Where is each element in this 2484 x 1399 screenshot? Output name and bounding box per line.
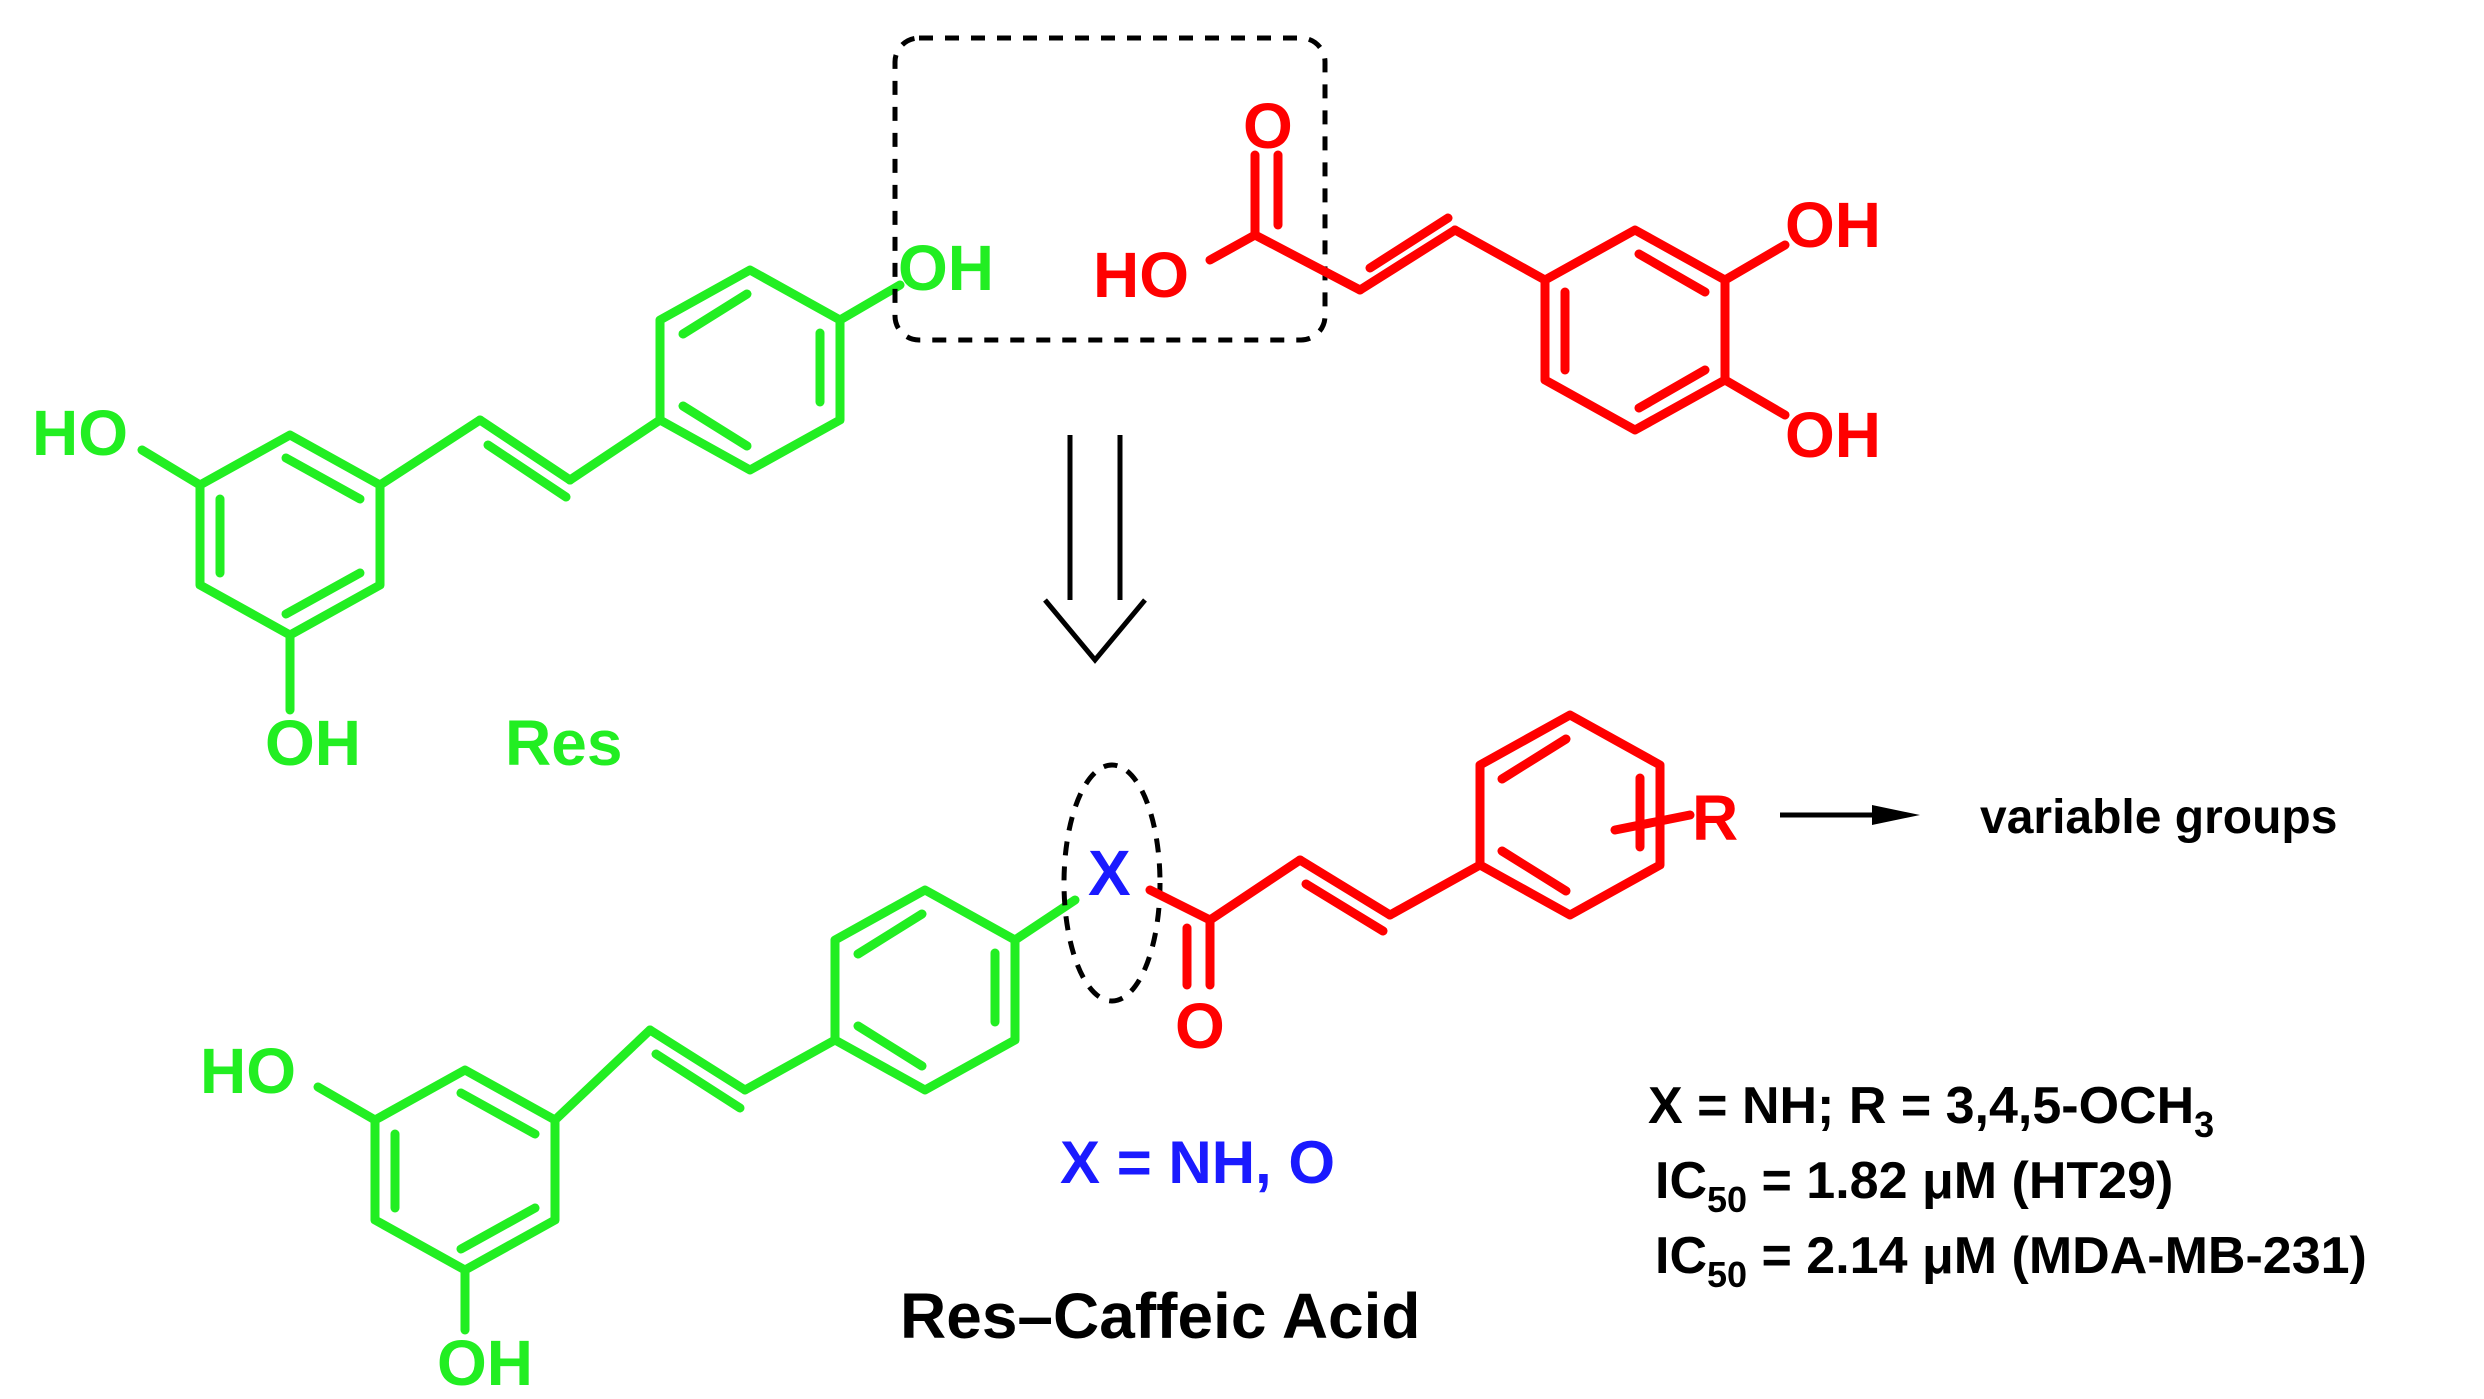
result-line-2-value: = 1.82 μM (HT29) [1747, 1152, 2173, 1210]
result-line-2-sub: 50 [1707, 1179, 1747, 1220]
compound-name-label: Res–Caffeic Acid [900, 1280, 1421, 1352]
res-oh-bottom-label: OH [265, 707, 361, 779]
caffeic-ho-label: HO [1093, 239, 1189, 311]
caffeic-oh-lower-label: OH [1785, 399, 1881, 471]
hybrid-carbonyl-o-label: O [1175, 990, 1225, 1062]
hybrid-r-label: R [1692, 782, 1738, 854]
activity-results: X = NH; R = 3,4,5-OCH3 IC50 = 1.82 μM (H… [1648, 1077, 2367, 1295]
res-name-label: Res [505, 707, 622, 779]
result-line-1-sub: 3 [2194, 1104, 2214, 1145]
result-line-3-sub: 50 [1707, 1254, 1747, 1295]
variable-groups-label: variable groups [1980, 791, 2337, 844]
linker-dashed-ellipse [1061, 762, 1163, 1004]
retrosynthesis-arrow [1043, 435, 1147, 664]
res-ho-label: HO [32, 397, 128, 469]
dashed-highlight-box [892, 35, 1328, 343]
result-line-2: IC50 = 1.82 μM (HT29) [1655, 1152, 2173, 1220]
hybrid-green-labels: HO OH [200, 1035, 533, 1399]
hybrid-oh-label: OH [437, 1327, 533, 1399]
hybrid-green-part [313, 885, 1080, 1335]
result-line-1-main: X = NH; R = 3,4,5-OCH [1648, 1077, 2194, 1135]
caffeic-acid-structure [1205, 150, 1790, 435]
resveratrol-labels: HO OH OH Res [32, 232, 994, 779]
result-line-3-ic: IC [1655, 1227, 1707, 1285]
x-definition-label: X = NH, O [1060, 1129, 1335, 1196]
result-line-2-ic: IC [1655, 1152, 1707, 1210]
linker-x-label: X [1088, 837, 1131, 909]
caffeic-oh-upper-label: OH [1785, 189, 1881, 261]
result-line-3-value: = 2.14 μM (MDA-MB-231) [1747, 1227, 2367, 1285]
resveratrol-structure [137, 265, 905, 715]
result-line-1: X = NH; R = 3,4,5-OCH3 [1648, 1077, 2214, 1145]
caffeic-o-label: O [1243, 90, 1293, 162]
hybrid-ho-label: HO [200, 1035, 296, 1107]
variable-groups-arrow [1780, 805, 1920, 825]
caffeic-acid-labels: O HO OH OH [1093, 90, 1881, 471]
hybrid-red-labels: O R [1175, 782, 1738, 1062]
hybrid-red-part [1145, 710, 1695, 990]
result-line-3: IC50 = 2.14 μM (MDA-MB-231) [1655, 1227, 2367, 1295]
res-oh-top-label: OH [898, 232, 994, 304]
